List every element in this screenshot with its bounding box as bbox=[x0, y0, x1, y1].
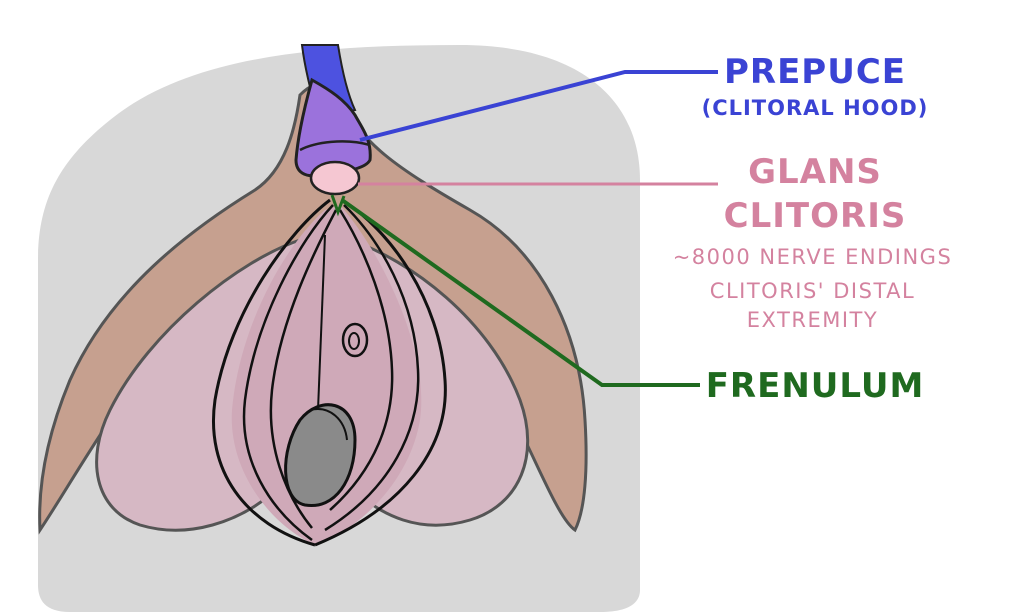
midline bbox=[317, 234, 326, 411]
glans-label-line1: GLANS bbox=[748, 152, 882, 192]
labia-minora-right-inner bbox=[324, 204, 420, 532]
glans-note-line3: EXTREMITY bbox=[746, 308, 879, 332]
labia-minora-left-outer bbox=[212, 198, 331, 547]
prepuce-label: PREPUCE bbox=[723, 52, 907, 92]
labia-minora-right-outer bbox=[314, 198, 447, 547]
frenulum-label: FRENULUM bbox=[705, 366, 925, 406]
hood-rim bbox=[299, 140, 371, 152]
glans-label-line2: CLITORIS bbox=[723, 196, 907, 236]
glans-clitoris bbox=[309, 160, 361, 196]
glans-note-line1: ~8000 NERVE ENDINGS bbox=[672, 245, 953, 269]
glans-label: GLANS CLITORIS bbox=[690, 150, 940, 238]
vaginal-opening bbox=[284, 403, 357, 508]
labia-minora-right-inner2 bbox=[329, 209, 394, 511]
prepuce-sublabel: (CLITORAL HOOD) bbox=[701, 96, 929, 120]
frenulum-leader-line bbox=[340, 198, 700, 387]
urethral-opening bbox=[341, 322, 369, 358]
prepuce-leader-line bbox=[359, 70, 718, 142]
glans-note-line2: CLITORIS' DISTAL bbox=[709, 279, 916, 303]
labia-minora-left-inner bbox=[242, 204, 334, 542]
